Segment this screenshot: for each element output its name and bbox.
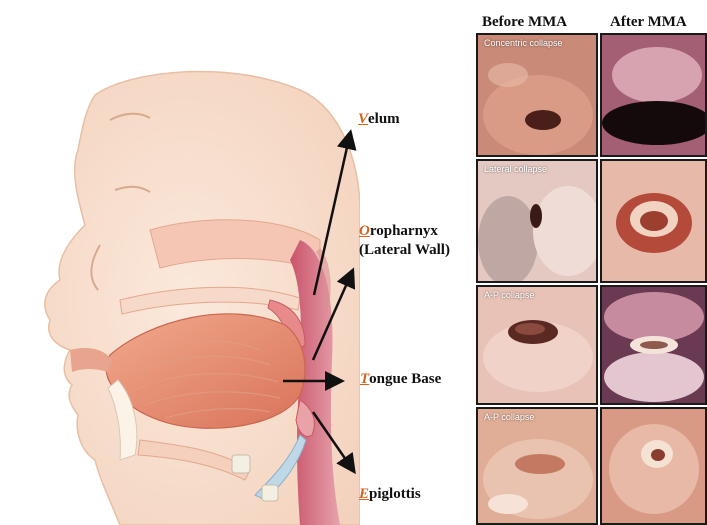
caption-row-3: A-P collapse <box>484 290 534 300</box>
arrow-velum <box>314 134 350 295</box>
endoscopy-before-row-4: A-P collapse <box>476 407 598 525</box>
endoscopy-after-row-2 <box>600 159 707 283</box>
caption-row-1: Concentric collapse <box>484 38 563 48</box>
arrow-oropharynx <box>313 272 352 360</box>
endoscopy-after-row-3 <box>600 285 707 405</box>
label-oropharynx: Oropharnyx (Lateral Wall) <box>359 222 450 260</box>
header-before-mma: Before MMA <box>482 14 567 31</box>
endoscopy-after-row-4 <box>600 407 707 525</box>
label-tongue-base: Tongue Base <box>360 370 441 389</box>
endoscopy-after-row-1 <box>600 33 707 157</box>
endoscopy-before-row-2: Lateral collapse <box>476 159 598 283</box>
label-epiglottis: Epiglottis <box>359 485 421 504</box>
caption-row-2: Lateral collapse <box>484 164 547 174</box>
caption-row-4: A-P collapse <box>484 412 534 422</box>
arrow-epiglottis <box>313 412 353 470</box>
header-after-mma: After MMA <box>610 14 687 31</box>
endoscopy-before-row-1: Concentric collapse <box>476 33 598 157</box>
label-velum: Velum <box>358 110 400 129</box>
endoscopy-before-row-3: A-P collapse <box>476 285 598 405</box>
